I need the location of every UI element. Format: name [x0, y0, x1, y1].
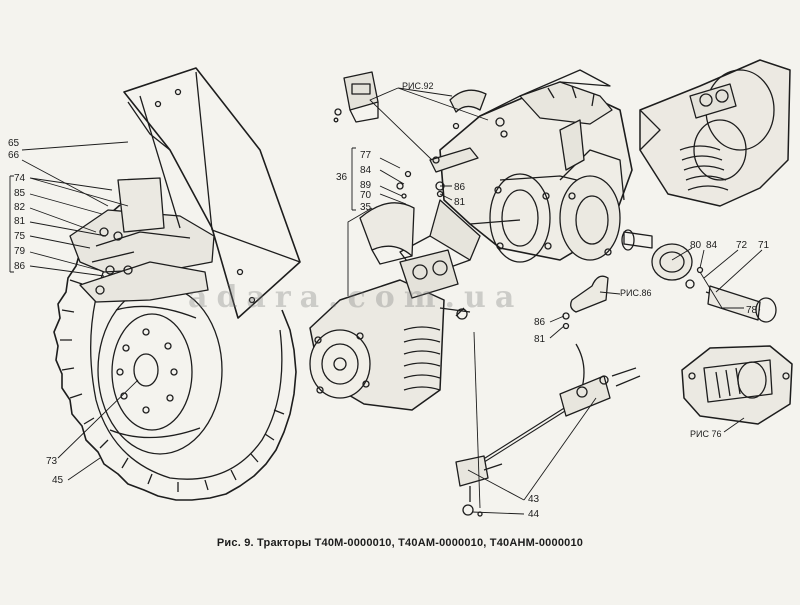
steering-rod-drawing — [455, 343, 641, 517]
callout-84-center: 84 — [360, 165, 372, 176]
callout-80: 80 — [690, 240, 702, 251]
callout-73: 73 — [46, 456, 58, 467]
callout-78: 78 — [746, 305, 758, 316]
callout-45: 45 — [52, 475, 64, 486]
callout-81-left: 81 — [14, 216, 26, 227]
callout-89: 89 — [360, 180, 372, 191]
figure-ref-76: РИС 76 — [690, 429, 722, 439]
callout-35: 35 — [360, 202, 372, 213]
clamp-parts-drawing — [333, 71, 508, 198]
callout-36: 36 — [336, 172, 348, 183]
callout-71: 71 — [758, 240, 770, 251]
callout-86-upper: 86 — [454, 182, 466, 193]
callout-86-lower: 86 — [534, 317, 546, 328]
callout-79: 79 — [14, 246, 26, 257]
figure-ref-92: РИС.92 — [402, 81, 434, 91]
callout-44: 44 — [528, 509, 540, 520]
leader-lines — [9, 87, 763, 515]
final-drive-drawing — [639, 59, 791, 207]
callout-66: 66 — [8, 150, 20, 161]
callout-81-upper: 81 — [454, 197, 466, 208]
fender-drawing — [123, 67, 301, 319]
callout-84-right: 84 — [706, 240, 718, 251]
figure-caption: Рис. 9. Тракторы Т40М-0000010, Т40АМ-000… — [216, 537, 584, 549]
callout-74: 74 — [14, 173, 26, 184]
fender-bracket-drawing — [69, 177, 215, 303]
callout-70: 70 — [360, 190, 372, 201]
figure-ref-86: РИС.86 — [620, 288, 652, 298]
shaft-78-drawing — [685, 266, 777, 323]
callout-81-lower: 81 — [534, 334, 546, 345]
callout-43: 43 — [528, 494, 540, 505]
callout-86-left: 86 — [14, 261, 26, 272]
callout-65: 65 — [8, 138, 20, 149]
half-shaft-drawing — [621, 229, 693, 281]
callout-85: 85 — [14, 188, 26, 199]
bracket-86-drawing — [562, 275, 609, 330]
rear-wheel-drawing — [53, 204, 297, 501]
watermark: adara.com.ua — [188, 280, 524, 315]
callout-82: 82 — [14, 202, 26, 213]
callout-75: 75 — [14, 231, 26, 242]
callout-77: 77 — [360, 150, 372, 161]
axle-housing-drawing — [399, 69, 633, 279]
guard-and-reducer-drawing — [309, 170, 471, 411]
housing-76-drawing — [681, 345, 793, 425]
callout-72: 72 — [736, 240, 748, 251]
